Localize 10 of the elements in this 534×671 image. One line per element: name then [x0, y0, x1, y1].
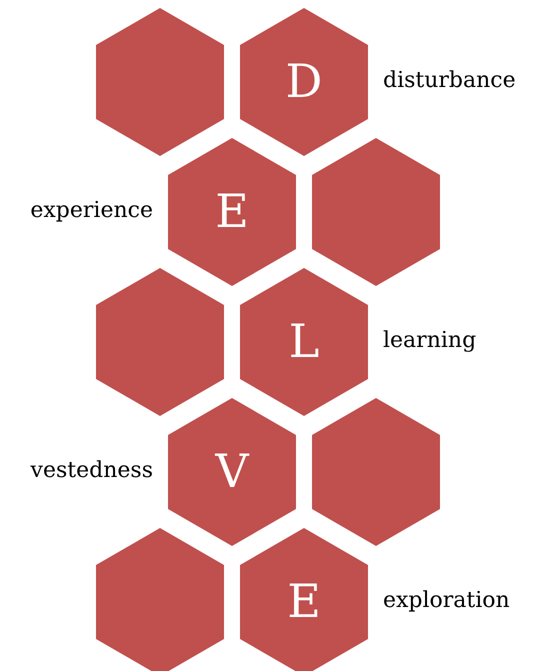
hexagon-caption: exploration [383, 588, 510, 614]
hexagon-caption: experience [30, 198, 153, 224]
hexagon-letter: L [288, 318, 320, 364]
hexagon-letter: E [287, 578, 321, 624]
hexagon-letter: D [286, 58, 322, 104]
hexagon-caption: learning [383, 328, 476, 354]
hexagon-caption: disturbance [383, 68, 516, 94]
hexagon-caption: vestedness [30, 458, 153, 484]
hexagon-letter: E [215, 188, 249, 234]
hexagon-letter: V [215, 448, 249, 494]
